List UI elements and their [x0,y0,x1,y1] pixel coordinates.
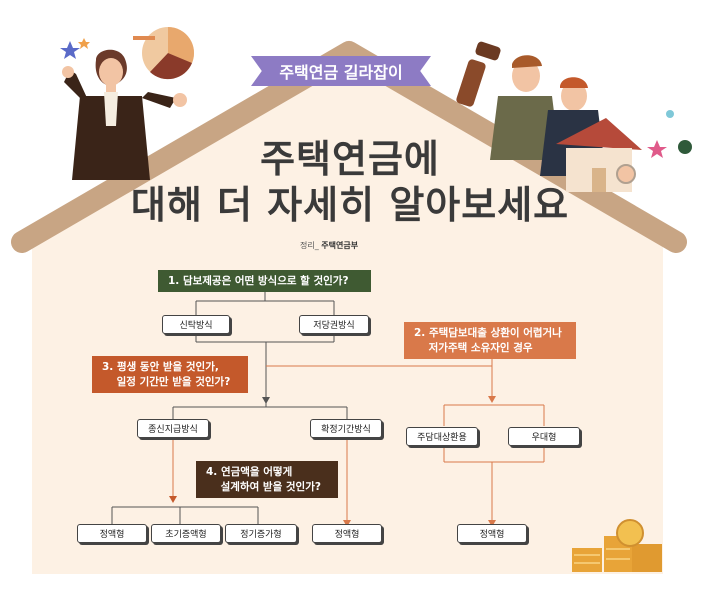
node-flat-2: 정액형 [312,524,382,543]
question-2: 2. 주택담보대출 상환이 어렵거나 저가주택 소유자인 경우 [404,322,576,359]
page-title-line2: 대해 더 자세히 알아보세요 [130,183,570,227]
house-wall [32,48,663,574]
series-banner: 주택연금 길라잡이 [251,56,431,86]
dot-icon [678,140,692,154]
credit: 정리_ 주택연금부 [300,240,420,251]
node-periodic-increase: 정기증가형 [225,524,297,543]
star-icon [647,140,667,158]
dot-icon [666,110,674,118]
node-fixed-term: 확정기간방식 [310,419,382,438]
page-title-line1: 주택연금에 [260,137,440,181]
credit-prefix: 정리_ [300,241,319,250]
node-preferential: 우대형 [508,427,580,446]
question-1: 1. 담보제공은 어떤 방식으로 할 것인가? [158,270,371,292]
question-4: 4. 연금액을 어떻게 설계하여 받을 것인가? [196,461,338,498]
woman-presenter [62,49,187,180]
two-men-with-telescope [456,41,642,192]
credit-name: 주택연금부 [321,241,359,250]
node-trust: 신탁방식 [162,315,230,334]
star-icon [78,38,90,49]
node-loan-repay: 주담대상환용 [406,427,478,446]
question-3: 3. 평생 동안 받을 것인가, 일정 기간만 받을 것인가? [92,356,248,393]
pie-chart-icon [133,27,194,80]
node-mortgage: 저당권방식 [299,315,369,334]
node-flat-1: 정액형 [77,524,147,543]
node-early-increase: 초기증액형 [151,524,221,543]
arrowheads [169,396,496,527]
star-icon [60,41,80,59]
connector-lines-orange [172,358,545,524]
node-lifetime: 종신지급방식 [137,419,209,438]
coin-stack-icon [572,519,662,572]
node-flat-3: 정액형 [457,524,527,543]
connector-lines [111,291,348,525]
